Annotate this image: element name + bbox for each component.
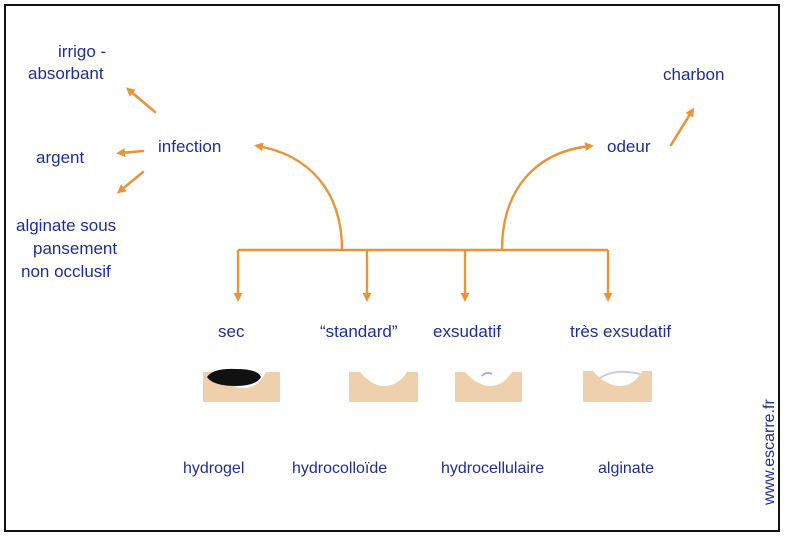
infection-label: infection [158, 137, 221, 156]
alginate-sous-line2: pansement [33, 239, 117, 258]
alginate-sous-line3: non occlusif [21, 262, 111, 281]
product-hydrocellulaire: hydrocellulaire [441, 460, 544, 477]
product-hydrogel: hydrogel [183, 460, 244, 477]
arrow-to-alginate-sous [116, 170, 145, 194]
category-tres-exsudatif: très exsudatif [570, 322, 671, 341]
charbon-label: charbon [663, 65, 724, 84]
odeur-label: odeur [607, 137, 651, 156]
product-hydrocolloide: hydrocolloïde [292, 460, 387, 477]
arrow-to-irrigo [125, 87, 157, 114]
product-alginate: alginate [598, 460, 654, 477]
category-sec: sec [218, 322, 245, 341]
watermark-url: www.escarre.fr [761, 399, 778, 506]
wound-illustration-standard [349, 372, 418, 402]
wound-illustration-exsudatif [455, 372, 522, 402]
curve-to-infection [254, 142, 344, 251]
category-exsudatif: exsudatif [433, 322, 501, 341]
argent-label: argent [36, 148, 84, 167]
irrigo-label-line1: irrigo - [58, 42, 106, 61]
arrow-to-argent [116, 148, 145, 158]
arrow-to-charbon [669, 107, 695, 147]
wound-illustration-sec [203, 368, 280, 402]
curve-to-odeur [500, 142, 594, 251]
irrigo-label-line2: absorbant [28, 64, 104, 83]
alginate-sous-line1: alginate sous [16, 216, 116, 235]
wound-illustration-tres-exsudatif [583, 370, 652, 402]
category-standard: “standard” [320, 322, 398, 341]
